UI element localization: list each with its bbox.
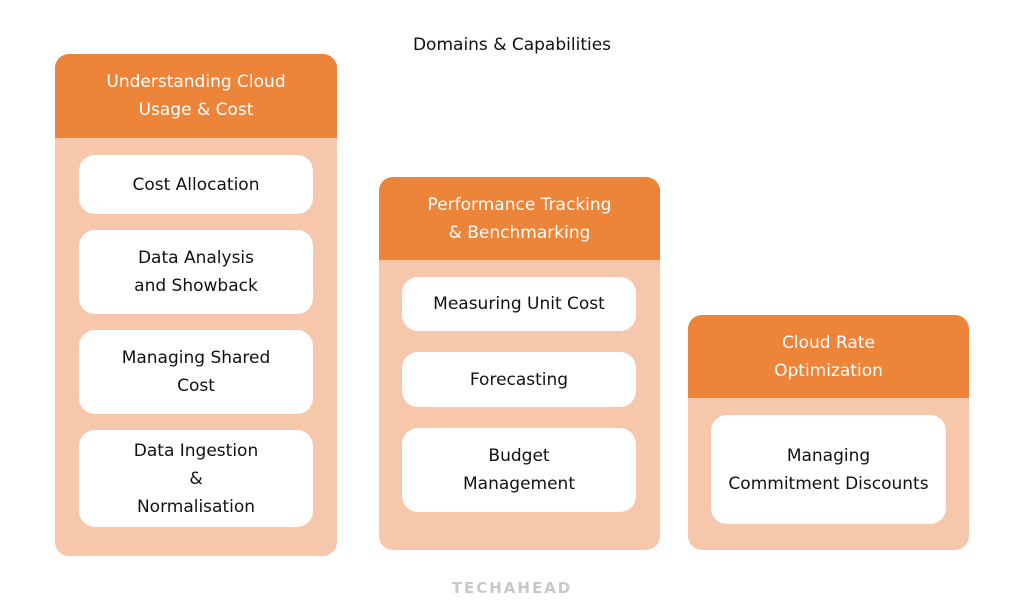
domain-header: Understanding Cloud Usage & Cost [55,54,337,138]
capability-cost-allocation: Cost Allocation [79,155,313,214]
domain-understanding-cloud-usage: Understanding Cloud Usage & Cost Cost Al… [55,54,337,556]
domain-cloud-rate-optimization: Cloud Rate Optimization Managing Commitm… [688,315,969,550]
diagram-title: Domains & Capabilities [412,35,612,55]
capability-forecasting: Forecasting [402,352,636,407]
capability-measuring-unit-cost: Measuring Unit Cost [402,277,636,331]
capability-data-ingestion: Data Ingestion & Normalisation [79,430,313,527]
domain-header: Cloud Rate Optimization [688,315,969,398]
domain-header: Performance Tracking & Benchmarking [379,177,660,260]
domain-performance-tracking: Performance Tracking & Benchmarking Meas… [379,177,660,550]
techahead-logo: TECHAHEAD [451,579,573,597]
capability-budget-management: Budget Management [402,428,636,512]
capability-data-analysis: Data Analysis and Showback [79,230,313,314]
capability-managing-commitment-discounts: Managing Commitment Discounts [711,415,946,524]
capability-managing-shared-cost: Managing Shared Cost [79,330,313,414]
